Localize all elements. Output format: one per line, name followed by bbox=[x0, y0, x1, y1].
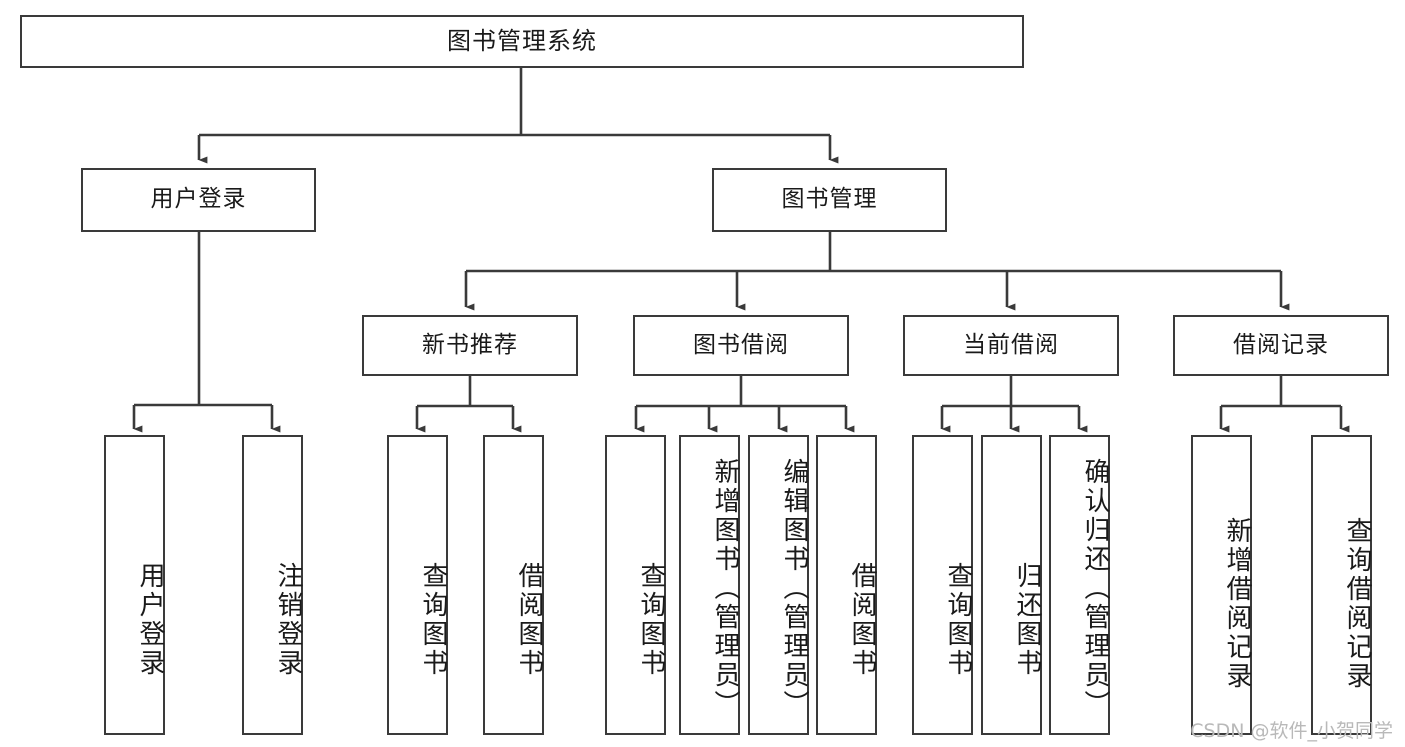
node-label: 图书借阅 bbox=[693, 331, 789, 358]
node-root-library-system[interactable]: 图书管理系统 bbox=[20, 15, 1024, 68]
node-user-login[interactable]: 用户登录 bbox=[81, 168, 316, 232]
node-label: 用户登录 bbox=[135, 562, 165, 678]
node-current-borrow[interactable]: 当前借阅 bbox=[903, 315, 1119, 376]
node-label: 查询借阅记录 bbox=[1342, 517, 1372, 691]
leaf-borrow-book-recommend[interactable]: 借阅图书 bbox=[483, 435, 544, 735]
node-label: 用户登录 bbox=[150, 186, 247, 213]
leaf-query-book-current[interactable]: 查询图书 bbox=[912, 435, 973, 735]
leaf-add-book-admin[interactable]: 新增图书（管理员） bbox=[679, 435, 740, 735]
leaf-return-book[interactable]: 归还图书 bbox=[981, 435, 1042, 735]
node-label: 注销登录 bbox=[273, 562, 303, 678]
node-label: 借阅图书 bbox=[514, 562, 544, 678]
node-label: 查询图书 bbox=[943, 562, 973, 678]
node-label: 图书管理 bbox=[781, 186, 878, 213]
leaf-add-borrow-record[interactable]: 新增借阅记录 bbox=[1191, 435, 1252, 735]
leaf-query-borrow-record[interactable]: 查询借阅记录 bbox=[1311, 435, 1372, 735]
node-label: 借阅记录 bbox=[1233, 331, 1329, 358]
node-label: 归还图书 bbox=[1012, 562, 1042, 678]
node-new-book-recommend[interactable]: 新书推荐 bbox=[362, 315, 578, 376]
node-label: 新增借阅记录 bbox=[1222, 517, 1252, 691]
leaf-user-login[interactable]: 用户登录 bbox=[104, 435, 165, 735]
leaf-logout-login[interactable]: 注销登录 bbox=[242, 435, 303, 735]
node-book-management[interactable]: 图书管理 bbox=[712, 168, 947, 232]
node-label: 查询图书 bbox=[636, 562, 666, 678]
node-label: 新书推荐 bbox=[422, 331, 518, 358]
node-label: 确认归还（管理员） bbox=[1080, 457, 1110, 719]
node-label: 查询图书 bbox=[418, 562, 448, 678]
node-borrow-record[interactable]: 借阅记录 bbox=[1173, 315, 1389, 376]
node-label: 图书管理系统 bbox=[447, 27, 597, 56]
node-book-borrow[interactable]: 图书借阅 bbox=[633, 315, 849, 376]
node-label: 编辑图书（管理员） bbox=[779, 457, 809, 719]
leaf-borrow-book-borrow[interactable]: 借阅图书 bbox=[816, 435, 877, 735]
leaf-query-book-recommend[interactable]: 查询图书 bbox=[387, 435, 448, 735]
node-label: 借阅图书 bbox=[847, 562, 877, 678]
leaf-confirm-return-admin[interactable]: 确认归还（管理员） bbox=[1049, 435, 1110, 735]
leaf-query-book-borrow[interactable]: 查询图书 bbox=[605, 435, 666, 735]
node-label: 当前借阅 bbox=[963, 331, 1059, 358]
watermark-credit: CSDN @软件_小贺同学 bbox=[1190, 720, 1393, 742]
leaf-edit-book-admin[interactable]: 编辑图书（管理员） bbox=[748, 435, 809, 735]
node-label: 新增图书（管理员） bbox=[710, 457, 740, 719]
